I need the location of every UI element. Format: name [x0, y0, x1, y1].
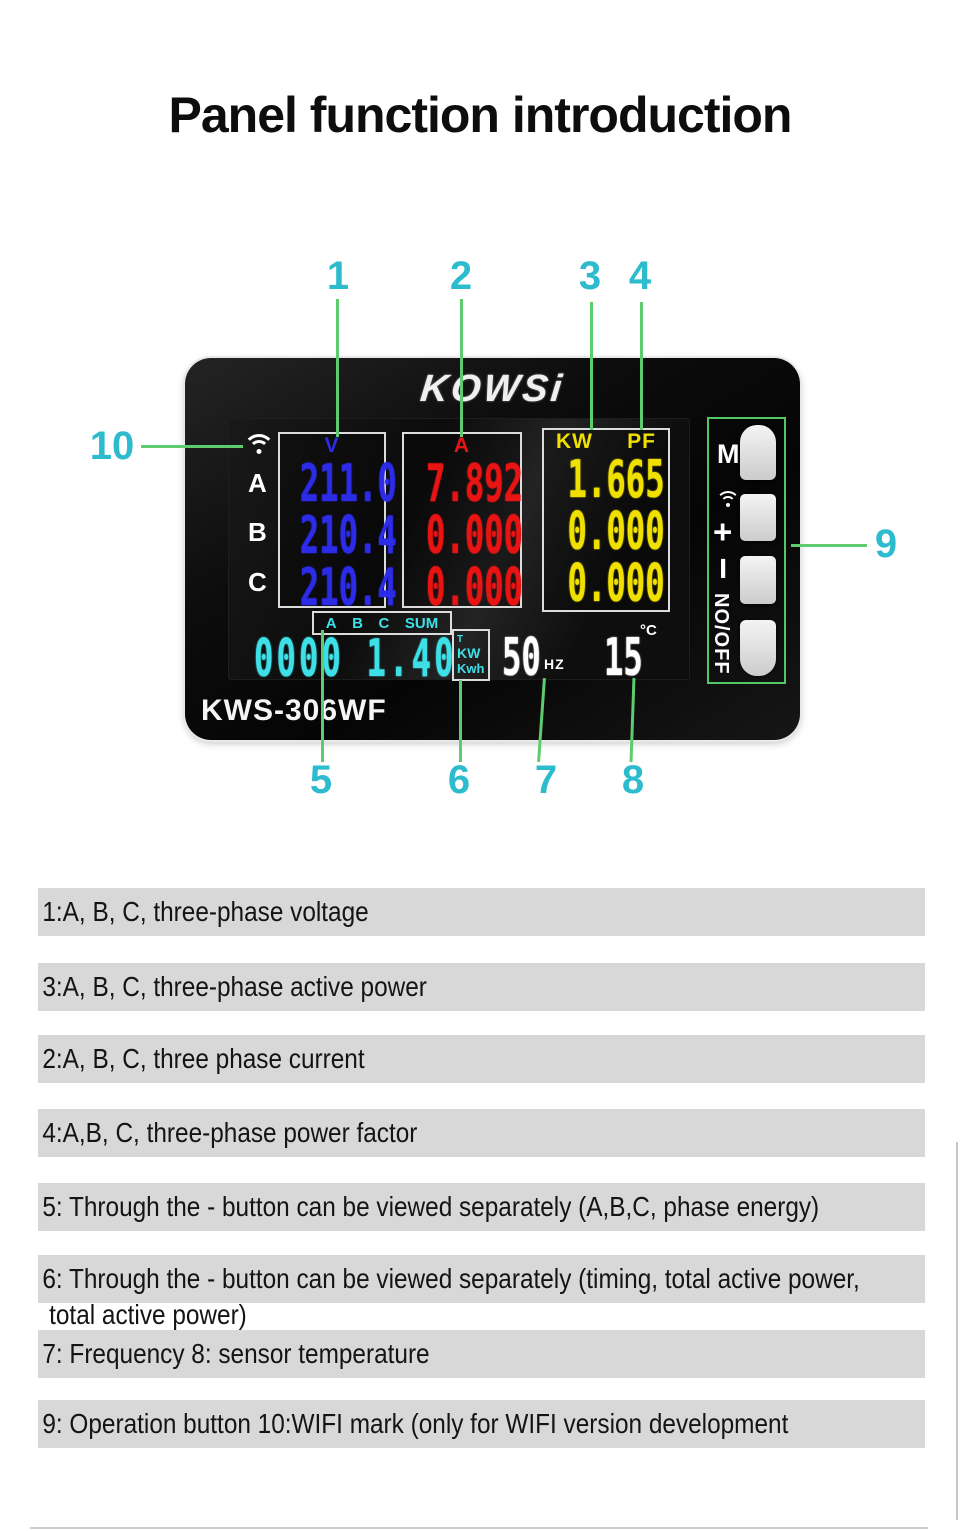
- phase-label-a: A: [248, 468, 267, 498]
- unit-kw: KW: [457, 645, 481, 661]
- legend-item-3: 3:A, B, C, three-phase active power: [38, 963, 925, 1011]
- callout-line-4: [640, 302, 643, 430]
- wifi-icon: [243, 434, 275, 456]
- callout-number-5: 5: [309, 758, 333, 802]
- frequency-value: 50: [502, 628, 541, 688]
- button-label-onoff: NO/OFF: [710, 593, 732, 675]
- energy-tab-a: A: [325, 614, 337, 632]
- energy-tab-c: C: [378, 614, 390, 632]
- voltage-box: V 211.0 210.4 210.4: [278, 432, 397, 614]
- callout-line-10: [141, 445, 243, 448]
- voltage-row-c: 210.4: [299, 558, 397, 618]
- callout-line-6: [459, 680, 462, 762]
- callout-number-4: 4: [628, 254, 652, 298]
- callout-line-9: [791, 544, 867, 547]
- temperature-readout: 15 °C: [604, 622, 684, 684]
- legend-item-9-10: 9: Operation button 10:WIFI mark (only f…: [38, 1400, 925, 1448]
- voltage-row-b: 210.4: [299, 506, 397, 566]
- voltage-row-a: 211.0: [299, 454, 397, 514]
- kw-header: KW: [556, 430, 593, 453]
- frequency-unit: HZ: [544, 656, 565, 672]
- button-label-m: M: [717, 439, 740, 469]
- unit-kwh: Kwh: [457, 661, 485, 676]
- callout-number-8: 8: [621, 758, 645, 802]
- lcd-screen: A B C V 211.0 210.4 210.4 A 7.892 0.000 …: [228, 418, 690, 685]
- current-row-b: 0.000: [426, 506, 524, 566]
- m-button[interactable]: [740, 425, 776, 480]
- energy-tab-sum: SUM: [404, 614, 439, 632]
- callout-line-2: [460, 299, 463, 437]
- legend-item-6-line2: total active power): [42, 1299, 247, 1330]
- plus-button[interactable]: [740, 494, 776, 541]
- legend-item-2: 2:A, B, C, three phase current: [38, 1035, 925, 1083]
- callout-number-1: 1: [326, 254, 350, 298]
- callout-line-1: [336, 299, 339, 437]
- energy-unit-box: T KW Kwh: [452, 629, 490, 681]
- button-label-plus: +: [713, 513, 733, 550]
- phase-label-c: C: [248, 567, 267, 597]
- legend-item-4: 4:A,B, C, three-phase power factor: [38, 1109, 925, 1157]
- legend-item-5: 5: Through the - button can be viewed se…: [38, 1183, 925, 1231]
- wifi-button-icon: [716, 491, 740, 507]
- brand-logo: KOWSi: [418, 368, 567, 410]
- power-row-c: 0.000: [567, 554, 665, 614]
- onoff-button[interactable]: [740, 620, 776, 676]
- legend-item-7-8: 7: Frequency 8: sensor temperature: [38, 1330, 925, 1378]
- power-row-a: 1.665: [567, 450, 665, 510]
- minus-button[interactable]: [740, 556, 776, 604]
- callout-number-10: 10: [89, 424, 135, 468]
- energy-value: 0000 1.40: [254, 629, 457, 689]
- model-number: KWS-306WF: [201, 694, 387, 727]
- callout-number-7: 7: [534, 758, 558, 802]
- voltage-header: V: [324, 434, 340, 457]
- current-row-a: 7.892: [426, 454, 524, 514]
- current-header: A: [453, 434, 471, 457]
- callout-number-9: 9: [874, 522, 898, 566]
- device-panel: KOWSi A B C V 211.0 210.4 210.4 A: [185, 358, 800, 740]
- temperature-value: 15: [604, 628, 643, 688]
- page-title: Panel function introduction: [168, 87, 793, 143]
- current-row-c: 0.000: [426, 558, 524, 618]
- phase-label-b: B: [248, 517, 267, 547]
- callout-line-3: [590, 302, 593, 430]
- button-label-minus: −: [701, 557, 744, 580]
- callout-line-5: [321, 630, 324, 762]
- legend-item-6: 6: Through the - button can be viewed se…: [38, 1255, 925, 1303]
- current-box: A 7.892 0.000 0.000: [402, 432, 524, 614]
- callout-number-6: 6: [447, 758, 471, 802]
- right-edge-line: [956, 1142, 958, 1520]
- energy-tabs-box: A B C SUM: [312, 611, 452, 635]
- frequency-readout: 50 HZ: [502, 632, 592, 684]
- temperature-unit: °C: [640, 622, 657, 639]
- callout-number-2: 2: [449, 254, 473, 298]
- power-row-b: 0.000: [567, 502, 665, 562]
- callout-number-3: 3: [578, 254, 602, 298]
- energy-tab-b: B: [352, 614, 363, 632]
- pf-header: PF: [627, 430, 656, 453]
- button-cluster-frame: M + − NO/OFF: [702, 417, 786, 684]
- power-box: KW PF 1.665 0.000 0.000: [542, 428, 670, 612]
- bottom-edge-line: [30, 1527, 928, 1529]
- unit-t: T: [457, 634, 464, 645]
- legend-item-1: 1:A, B, C, three-phase voltage: [38, 888, 925, 936]
